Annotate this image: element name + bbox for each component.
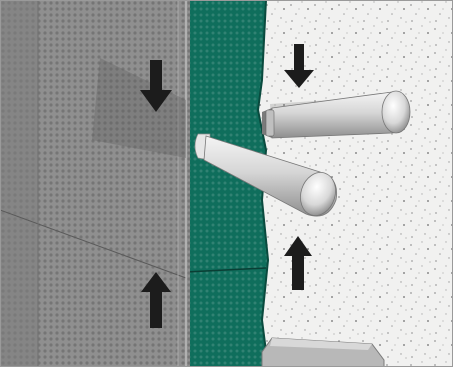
cutaway-illustration: [0, 0, 453, 367]
illustration-canvas: [0, 0, 453, 367]
